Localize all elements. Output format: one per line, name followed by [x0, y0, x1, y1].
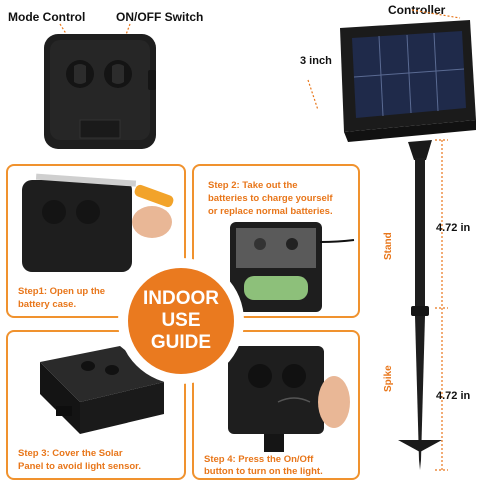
badge-line3: GUIDE [150, 332, 212, 353]
step4-card: Step 4: Press the On/Off button to turn … [192, 330, 360, 480]
step3-illustration [40, 346, 164, 434]
stand-label: Stand [383, 232, 394, 260]
step2-text-line2: batteries to charge yourself [208, 193, 333, 204]
step3-card: Step 3: Cover the Solar Panel to avoid l… [6, 330, 186, 480]
step2-text-line1: Step 2: Take out the [208, 180, 298, 191]
step3-text-line1: Step 3: Cover the Solar [18, 448, 123, 459]
step1-card: Step1: Open up the battery case. [6, 164, 186, 318]
width-dimension-label: 3 inch [300, 55, 332, 67]
step3-text-line2: Panel to avoid light sensor. [18, 461, 141, 472]
indoor-use-guide-badge: INDOOR USE GUIDE [128, 268, 234, 374]
badge-line2: USE [161, 310, 201, 331]
spike-length-label: 4.72 in [436, 390, 471, 402]
step2-text-line3: or replace normal batteries. [208, 206, 333, 217]
step4-text-line2: button to turn on the light. [204, 466, 323, 477]
step1-illustration [22, 173, 174, 272]
step4-illustration [228, 346, 350, 452]
stand-length-label: 4.72 in [436, 222, 471, 234]
step1-text-line2: battery case. [18, 299, 77, 310]
on-off-switch-label: ON/OFF Switch [116, 10, 204, 24]
solar-panel-illustration [307, 9, 476, 142]
stand-spike-illustration [398, 139, 448, 471]
controller-back-illustration [44, 23, 156, 149]
badge-line1: INDOOR [143, 288, 219, 309]
step2-card: Step 2: Take out the batteries to charge… [192, 164, 360, 318]
step2-illustration [230, 222, 355, 312]
step4-text-line1: Step 4: Press the On/Off [204, 454, 314, 465]
controller-label: Controller [388, 3, 446, 17]
mode-control-label: Mode Control [8, 10, 86, 24]
step1-text-line1: Step1: Open up the [18, 286, 106, 297]
spike-label: Spike [383, 365, 394, 392]
